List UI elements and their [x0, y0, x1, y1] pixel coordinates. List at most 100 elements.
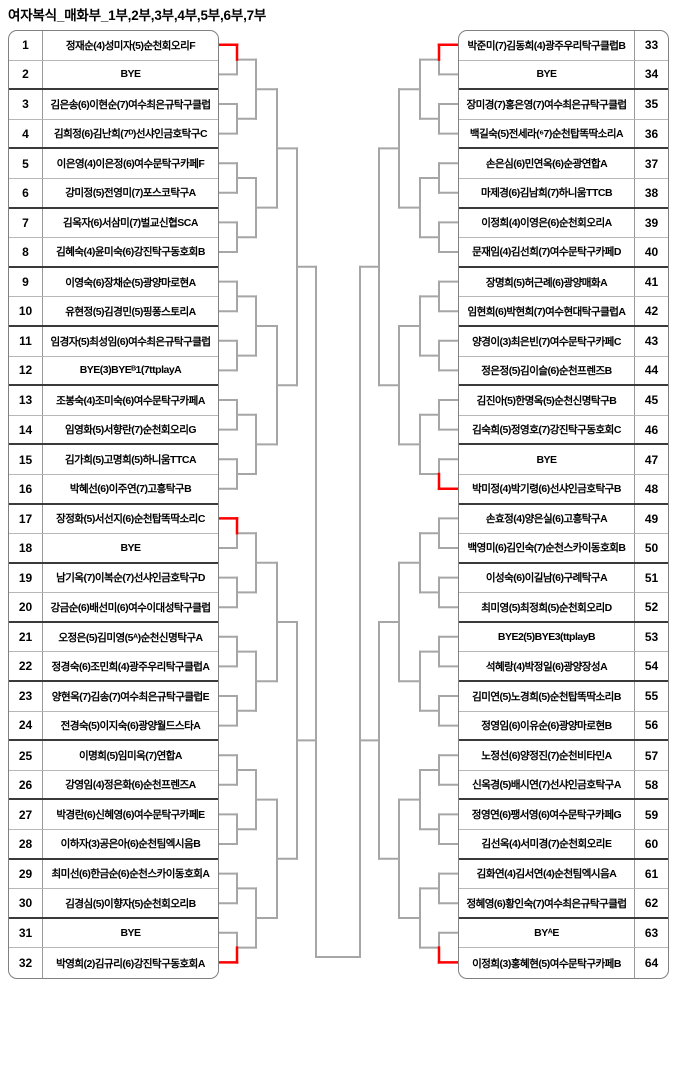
- team-label: 정영연(6)팽서영(6)여수문탁구카페G: [471, 809, 622, 822]
- team-label: 석혜랑(4)박정일(6)광양장성A: [485, 660, 608, 673]
- seed-number: 58: [634, 770, 668, 799]
- seed-number: 30: [9, 889, 43, 917]
- seed-number: 12: [9, 356, 43, 385]
- seed-number: 27: [9, 800, 43, 830]
- team-label: 강미정(5)전영미(7)포스코탁구A: [65, 187, 196, 200]
- seed-number: 4: [9, 119, 43, 148]
- team-label: 조봉숙(4)조미숙(6)여수문탁구카페A: [56, 394, 205, 407]
- team-label: 이은영(4)이은정(6)여수문탁구카페F: [56, 158, 205, 171]
- seed-number: 46: [634, 415, 668, 444]
- team-label: 장명희(5)허근례(6)광양매화A: [485, 276, 608, 289]
- entry-row-seed-48: 박미정(4)박기령(6)선샤인금호탁구B 48: [459, 474, 668, 505]
- seed-number: 39: [634, 208, 668, 238]
- seed-number: 23: [9, 682, 43, 711]
- team-label: 김미연(5)노경희(5)순천탑똑딱소리B: [472, 690, 621, 703]
- seed-number: 33: [634, 31, 668, 60]
- team-label: 김진아(5)한명옥(5)순천신명탁구B: [476, 394, 617, 407]
- seed-number: 7: [9, 208, 43, 238]
- seed-number: 40: [634, 238, 668, 266]
- team-label: 오정은(5)김미영(5ᴬ)순천신명탁구A: [58, 631, 203, 644]
- seed-number: 53: [634, 622, 668, 652]
- team-label: 김숙희(5)정영호(7)강진탁구동호회C: [472, 424, 621, 437]
- team-label: 김혜숙(4)윤미숙(6)강진탁구동호회B: [56, 246, 205, 259]
- entry-row-seed-52: 최미영(5)최정희(5)순천회오리D 52: [459, 593, 668, 623]
- team-label: 백길숙(5)전세라(⁶7)순천탑똑딱소리A: [469, 128, 624, 141]
- seed-number: 48: [634, 474, 668, 503]
- entry-row-seed-44: 정은정(5)김이슬(6)순천프렌즈B 44: [459, 356, 668, 387]
- team-label: 남기옥(7)이복순(7)선샤인금호탁구D: [56, 572, 205, 585]
- seed-number: 20: [9, 593, 43, 621]
- team-label: 손은심(6)민연옥(6)순광연합A: [485, 158, 608, 171]
- seed-number: 52: [634, 593, 668, 621]
- team-label: 임경자(5)최성임(6)여수최은규탁구클럽: [50, 335, 211, 348]
- team-label: 양현옥(7)김송(7)여수최은규탁구클럽E: [51, 690, 210, 703]
- seed-number: 3: [9, 90, 43, 119]
- team-label: 김가희(5)고명희(5)하니움TTCA: [64, 454, 197, 467]
- team-label: 노정선(6)양정진(7)순천비타민A: [481, 750, 612, 763]
- team-label: 이정희(3)홍혜현(5)여수문탁구카페B: [472, 957, 621, 970]
- seed-number: 57: [634, 741, 668, 770]
- team-label: 이성숙(6)이길남(6)구례탁구A: [485, 572, 608, 585]
- team-label: 백영미(6)김인숙(7)순천스카이동호회B: [467, 542, 627, 555]
- team-label: 김은송(6)이현순(7)여수최은규탁구클럽: [50, 98, 211, 111]
- team-label: BYE2(5)BYE3(ttplayB: [497, 631, 596, 644]
- team-label: 정은정(5)김이슬(6)순천프렌즈B: [481, 364, 612, 377]
- seed-number: 43: [634, 326, 668, 356]
- team-label: 장정화(5)서선지(6)순천탑똑딱소리C: [56, 513, 205, 526]
- team-label: 임현희(6)박현희(7)여수현대탁구클럽A: [467, 305, 627, 318]
- seed-number: 49: [634, 504, 668, 534]
- team-label: 전경숙(5)이지숙(6)광양월드스타A: [60, 719, 201, 732]
- entry-row-seed-4: 4 김희정(6)김난희(7ᴰ)선샤인금호탁구C: [9, 119, 218, 150]
- seed-number: 10: [9, 297, 43, 325]
- entry-row-seed-57: 노정선(6)양정진(7)순천비타민A 57: [459, 741, 668, 771]
- team-label: 김희정(6)김난희(7ᴰ)선샤인금호탁구C: [53, 128, 208, 141]
- team-label: 박미정(4)박기령(6)선샤인금호탁구B: [472, 483, 621, 496]
- team-label: BYE: [120, 68, 141, 81]
- seed-number: 14: [9, 415, 43, 444]
- seed-number: 47: [634, 445, 668, 474]
- seed-number: 44: [634, 356, 668, 385]
- seed-number: 16: [9, 474, 43, 503]
- team-label: 정경숙(6)조민희(4)광주우리탁구클럽A: [51, 660, 211, 673]
- seed-number: 37: [634, 149, 668, 178]
- seed-number: 25: [9, 741, 43, 770]
- seed-number: 60: [634, 830, 668, 858]
- team-label: 정재순(4)성미자(5)순천회오리F: [65, 39, 196, 52]
- team-label: BYE: [120, 541, 141, 554]
- seed-number: 41: [634, 267, 668, 297]
- seed-number: 18: [9, 534, 43, 562]
- team-label: BYE(3)BYEᴮ1(7ttplayA: [79, 364, 182, 377]
- team-label: 문재임(4)김선희(7)여수문탁구카페D: [472, 246, 621, 259]
- team-label: 강영임(4)정은화(6)순천프렌즈A: [65, 779, 196, 792]
- team-label: 양경이(3)최은빈(7)여수문탁구카페C: [472, 335, 621, 348]
- entry-row-seed-37: 손은심(6)민연옥(6)순광연합A 37: [459, 149, 668, 179]
- team-label: 최미영(5)최정희(5)순천회오리D: [481, 601, 612, 614]
